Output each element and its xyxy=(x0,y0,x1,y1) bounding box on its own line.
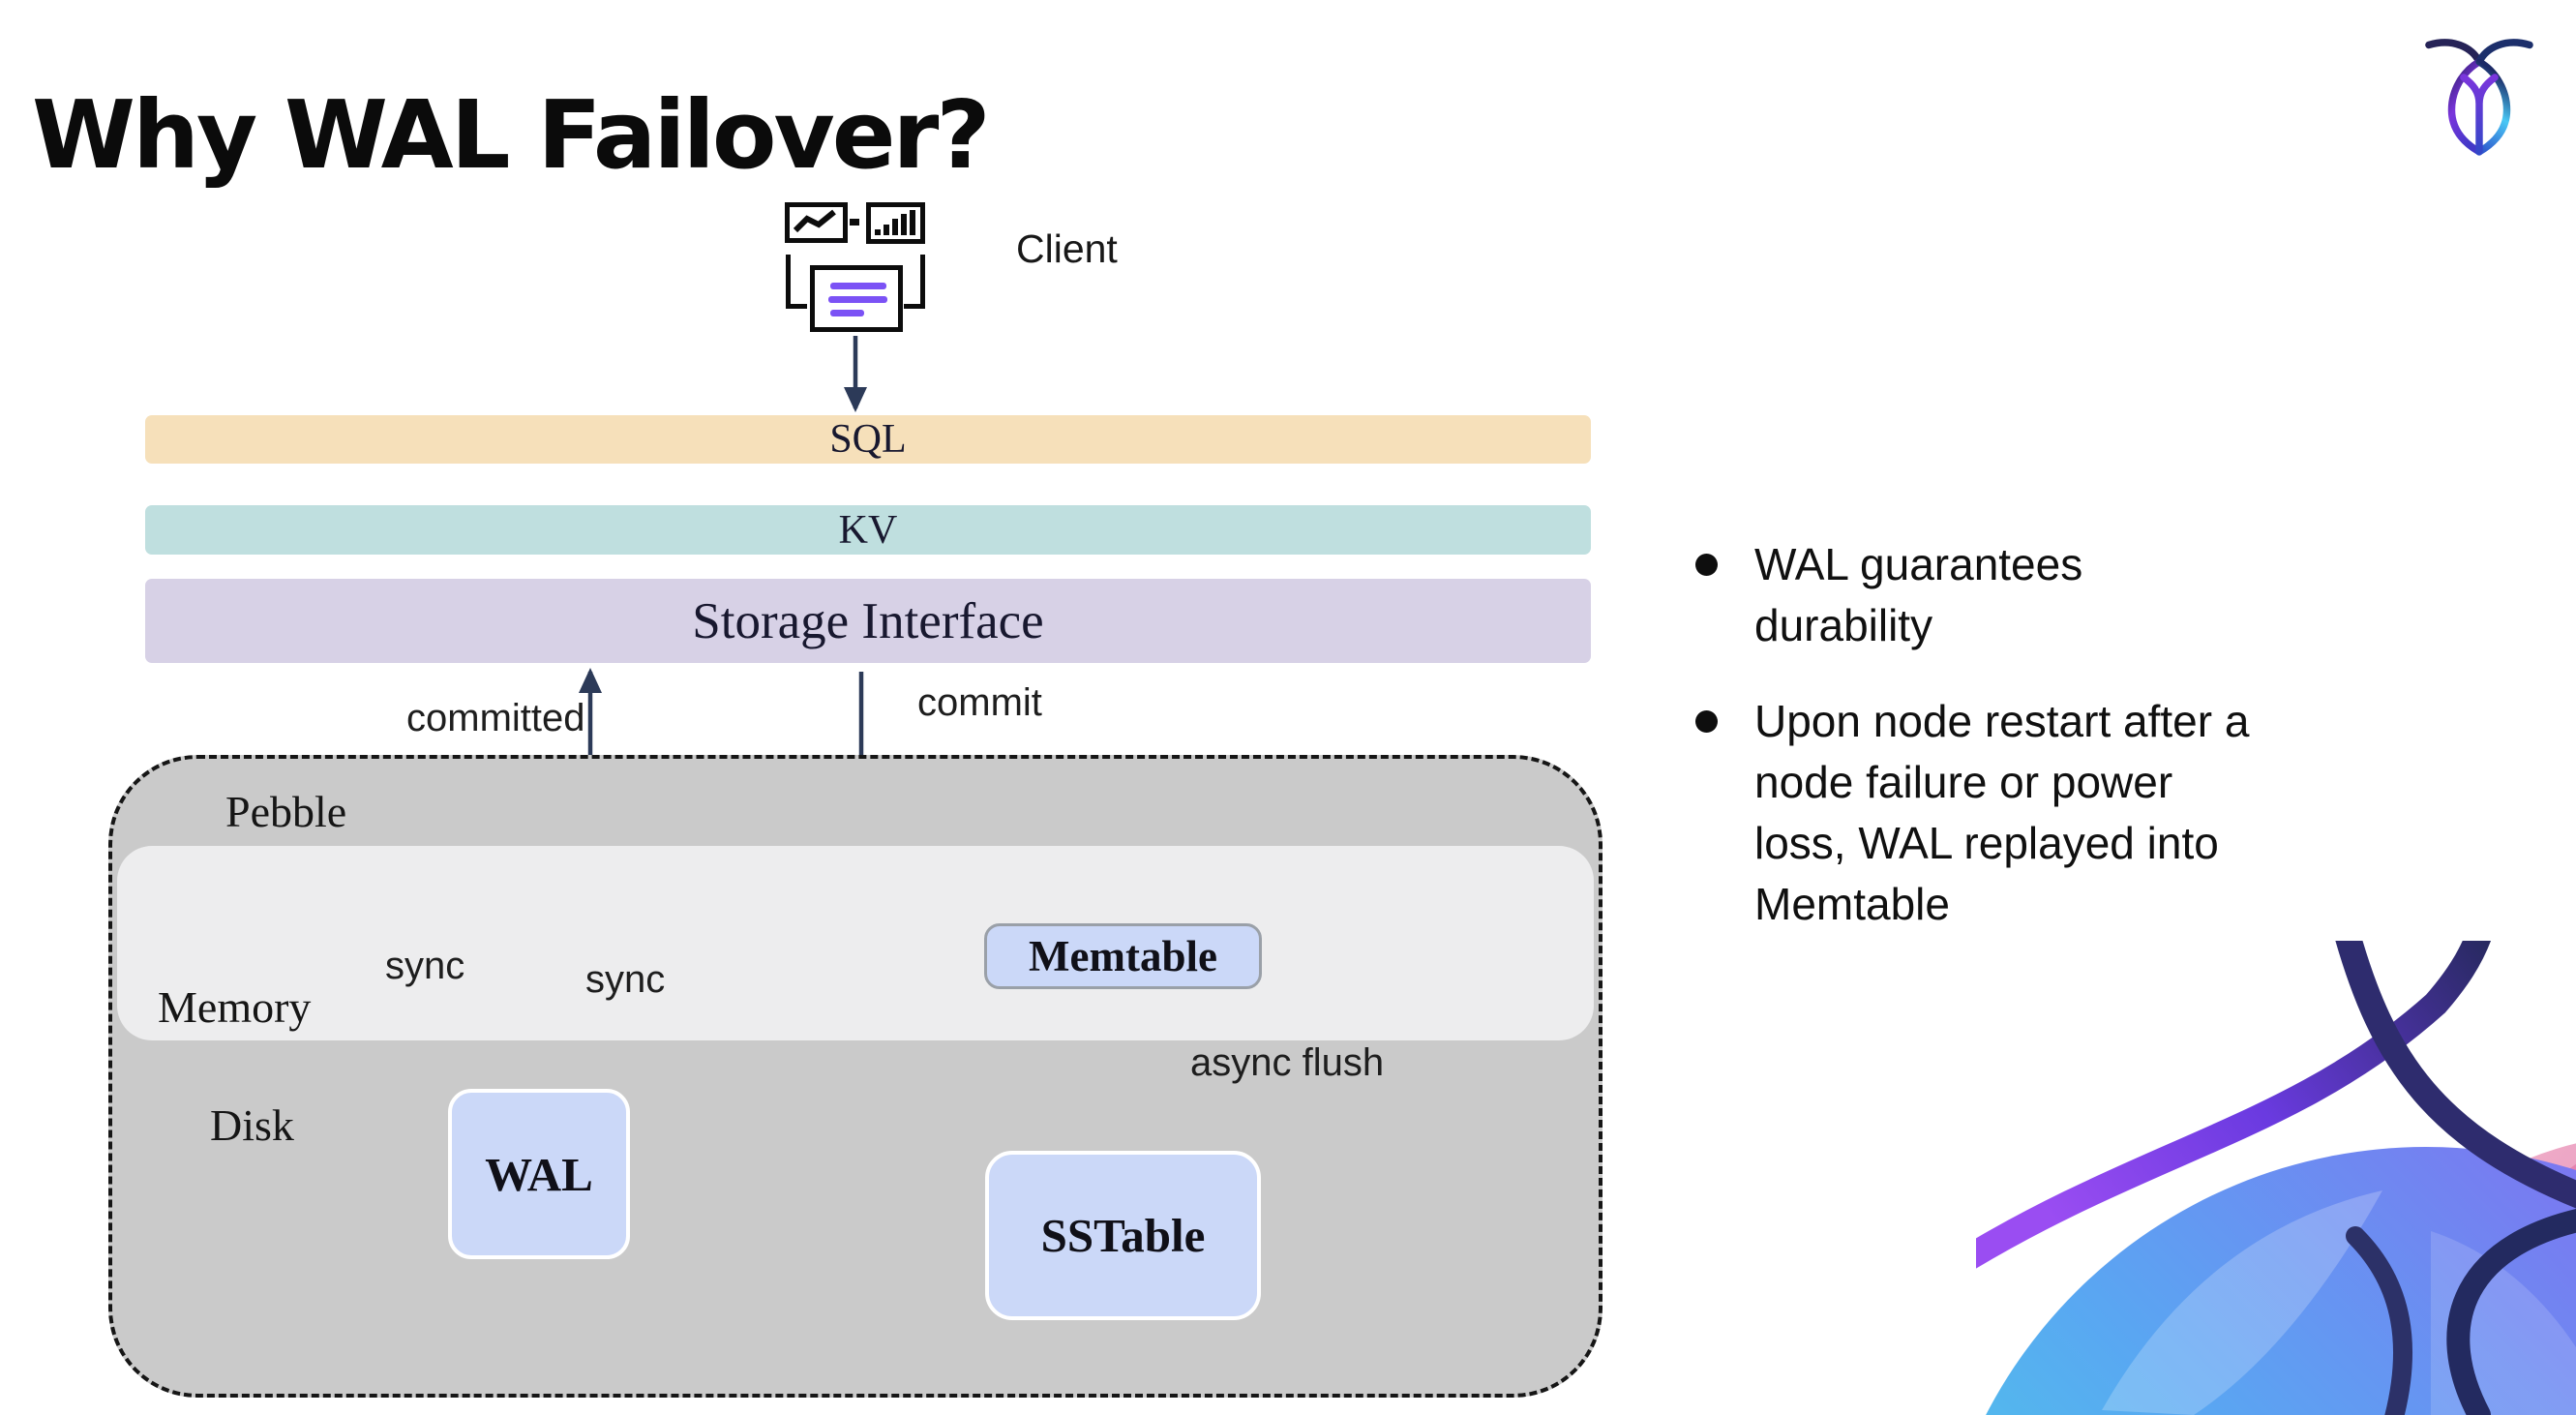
cockroach-brand-art xyxy=(1976,941,2576,1415)
layer-bar-kv: KV xyxy=(145,505,1591,555)
sync-left-label: sync xyxy=(385,945,465,987)
client-document-icon xyxy=(810,265,903,332)
client-dash xyxy=(850,219,859,226)
layer-label-sql: SQL xyxy=(829,417,907,462)
sstable-node-label: SSTable xyxy=(1040,1209,1206,1262)
bullet-text: WAL guarantees durability xyxy=(1754,539,2083,650)
committed-label: committed xyxy=(406,697,585,739)
layer-label-storage-interface: Storage Interface xyxy=(692,592,1044,649)
layer-label-kv: KV xyxy=(838,507,898,553)
async-flush-label: async flush xyxy=(1190,1041,1385,1084)
layer-bar-sql: SQL xyxy=(145,415,1591,464)
client-bracket-right xyxy=(904,255,925,309)
client-barchart-icon xyxy=(866,202,925,244)
bullet-text: Upon node restart after a node failure o… xyxy=(1754,696,2250,929)
memory-label: Memory xyxy=(158,982,312,1032)
page-title: Why WAL Failover? xyxy=(32,79,991,190)
list-item: Upon node restart after a node failure o… xyxy=(1695,691,2257,935)
client-label: Client xyxy=(1016,226,1118,271)
list-item: WAL guarantees durability xyxy=(1695,534,2257,656)
layer-bar-storage-interface: Storage Interface xyxy=(145,579,1591,663)
bullet-dot-icon xyxy=(1695,554,1718,576)
sync-right-label: sync xyxy=(585,958,666,1001)
bullet-list: WAL guarantees durability Upon node rest… xyxy=(1695,534,2257,970)
sstable-node: SSTable xyxy=(985,1151,1261,1320)
memtable-node: Memtable xyxy=(984,923,1262,989)
disk-label: Disk xyxy=(210,1100,294,1150)
bullet-dot-icon xyxy=(1695,710,1718,733)
client-bracket-left xyxy=(786,255,807,309)
wal-node: WAL xyxy=(448,1089,630,1259)
client-linechart-icon xyxy=(785,202,848,243)
memtable-node-label: Memtable xyxy=(1029,932,1217,980)
memory-band xyxy=(117,846,1594,1040)
wal-node-label: WAL xyxy=(485,1147,593,1201)
cockroachdb-logo-icon xyxy=(2425,39,2533,156)
commit-label: commit xyxy=(917,681,1042,724)
pebble-label: Pebble xyxy=(225,787,347,836)
